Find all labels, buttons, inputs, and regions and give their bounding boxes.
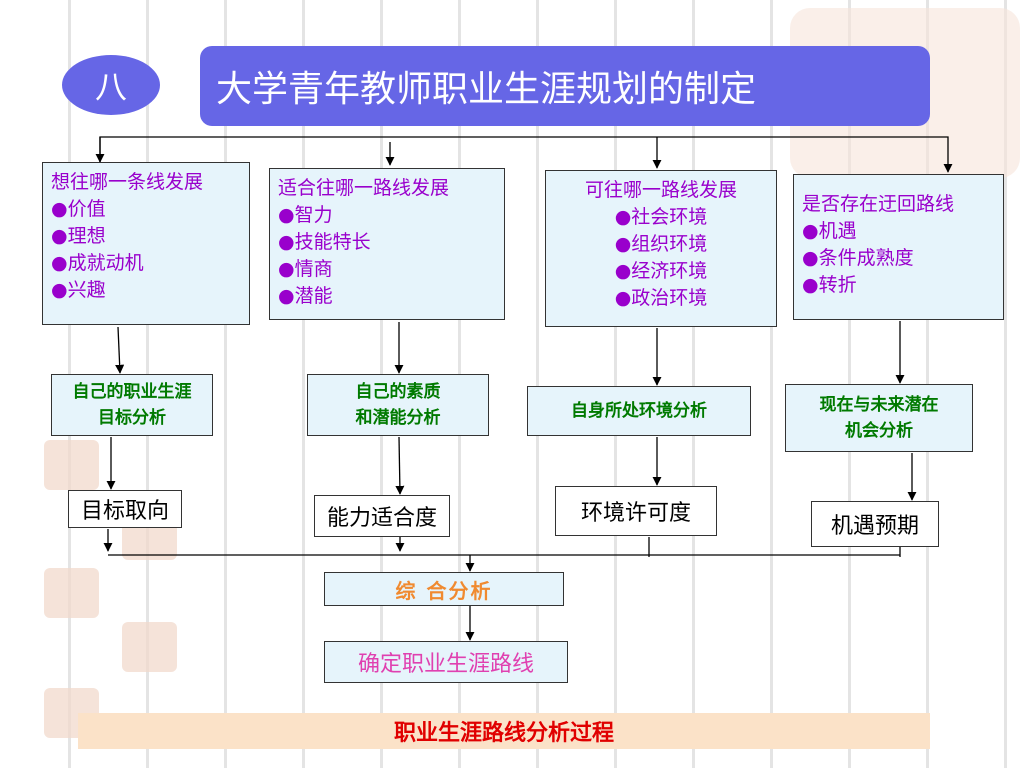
result-box-opportunity-expectation: 机遇预期 — [811, 501, 939, 547]
factor-box-detour: 是否存在迂回路线 ●机遇 ●条件成熟度 ●转折 — [793, 174, 1004, 320]
factor-item: ●智力 — [278, 204, 333, 226]
factor-heading: 是否存在迂回路线 — [802, 193, 955, 215]
factor-item: ●技能特长 — [278, 231, 371, 253]
analysis-box-opportunity: 现在与未来潜在 机会分析 — [785, 384, 973, 452]
analysis-line: 现在与未来潜在 — [819, 395, 939, 415]
synthesis-box: 综 合分析 — [324, 572, 564, 606]
background-seal — [44, 440, 99, 490]
factor-box-environment: 可往哪一路线发展 ●社会环境 ●组织环境 ●经济环境 ●政治环境 — [545, 170, 777, 327]
factor-item: ●社会环境 — [614, 206, 708, 228]
factor-item: ●成就动机 — [51, 252, 144, 274]
factor-item: ●转折 — [802, 274, 857, 296]
factor-heading: 想往哪一条线发展 — [51, 171, 204, 193]
factor-item: ●理想 — [51, 225, 106, 247]
factor-heading: 适合往哪一路线发展 — [278, 177, 450, 199]
analysis-box-ability: 自己的素质 和潜能分析 — [307, 374, 489, 436]
result-box-ability-fit: 能力适合度 — [314, 495, 450, 537]
analysis-line: 和潜能分析 — [355, 408, 441, 428]
factor-item: ●政治环境 — [614, 287, 708, 309]
section-number-badge: 八 — [62, 55, 160, 115]
factor-box-direction: 想往哪一条线发展 ●价值 ●理想 ●成就动机 ●兴趣 — [42, 162, 250, 325]
analysis-line: 机会分析 — [845, 421, 913, 441]
analysis-line: 自己的职业生涯 — [72, 382, 192, 402]
decision-box: 确定职业生涯路线 — [324, 641, 568, 683]
factor-item: ●条件成熟度 — [802, 247, 914, 269]
analysis-line: 自身所处环境分析 — [571, 401, 707, 421]
factor-item: ●组织环境 — [614, 233, 708, 255]
result-box-environment-permit: 环境许可度 — [555, 486, 717, 536]
factor-item: ●价值 — [51, 198, 106, 220]
factor-item: ●经济环境 — [614, 260, 708, 282]
factor-item: ●情商 — [278, 258, 333, 280]
analysis-box-goal: 自己的职业生涯 目标分析 — [51, 374, 213, 436]
analysis-box-environment: 自身所处环境分析 — [527, 386, 751, 436]
factor-heading: 可往哪一路线发展 — [584, 179, 737, 201]
background-seal — [44, 568, 99, 618]
analysis-line: 自己的素质 — [355, 382, 441, 402]
figure-caption: 职业生涯路线分析过程 — [78, 713, 930, 749]
page-title: 大学青年教师职业生涯规划的制定 — [200, 46, 930, 126]
factor-item: ●机遇 — [802, 220, 857, 242]
background-seal — [122, 622, 177, 672]
factor-box-suitability: 适合往哪一路线发展 ●智力 ●技能特长 ●情商 ●潜能 — [269, 168, 505, 320]
factor-item: ●潜能 — [278, 285, 333, 307]
analysis-line: 目标分析 — [98, 408, 166, 428]
result-box-goal-orientation: 目标取向 — [68, 490, 182, 528]
factor-item: ●兴趣 — [51, 279, 106, 301]
